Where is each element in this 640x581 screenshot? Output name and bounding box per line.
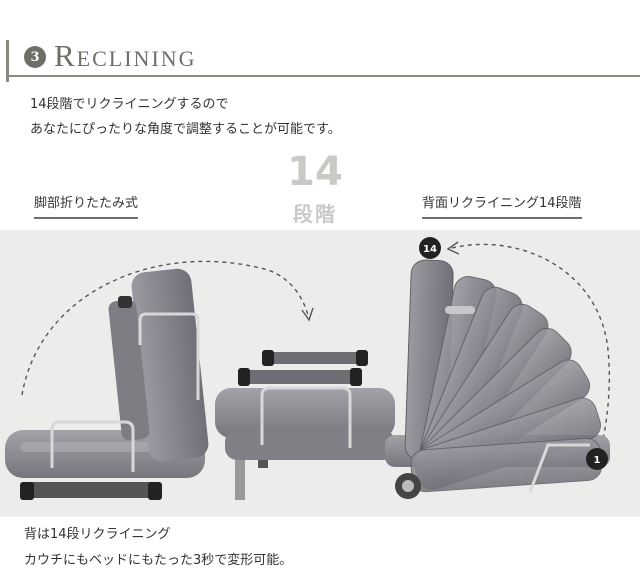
caption-line-2: カウチにもベッドにもたった3秒で変形可能。 (24, 553, 293, 568)
recline-arrow-right (451, 243, 610, 446)
badge-position-14: 14 (419, 237, 441, 259)
steps-unit: 段階 (293, 202, 337, 226)
svg-text:1: 1 (594, 455, 601, 466)
section-number-badge: 3 (24, 46, 46, 68)
caption: 背は14段リクライニング カウチにもベッドにもたった3秒で変形可能。 (24, 522, 292, 574)
steps-count: 14 (287, 149, 343, 195)
fold-arrow-left (21, 260, 309, 396)
folded-chair (5, 268, 209, 500)
svg-text:14: 14 (423, 244, 437, 255)
intro-line-2: あなたにぴったりな角度で調整することが可能です。 (30, 122, 341, 137)
label-folding-legs: 脚部折りたたみ式 (34, 192, 139, 219)
product-photo: 14 1 (0, 230, 640, 517)
intro-line-1: 14段階でリクライニングするので (30, 97, 229, 112)
header-accent-bar (6, 40, 9, 82)
intro-text: 14段階でリクライニングするので あなたにぴったりな角度で調整することが可能です… (30, 92, 341, 142)
middle-seat (215, 350, 395, 500)
caption-line-1: 背は14段リクライニング (24, 527, 171, 542)
reclining-backrest-fan (385, 259, 610, 499)
label-back-reclining: 背面リクライニング14段階 (422, 192, 582, 219)
header-rule (6, 75, 640, 77)
section-title: Reclining (54, 38, 197, 73)
sofa-illustration: 14 1 (5, 237, 610, 500)
badge-position-1: 1 (586, 448, 608, 470)
